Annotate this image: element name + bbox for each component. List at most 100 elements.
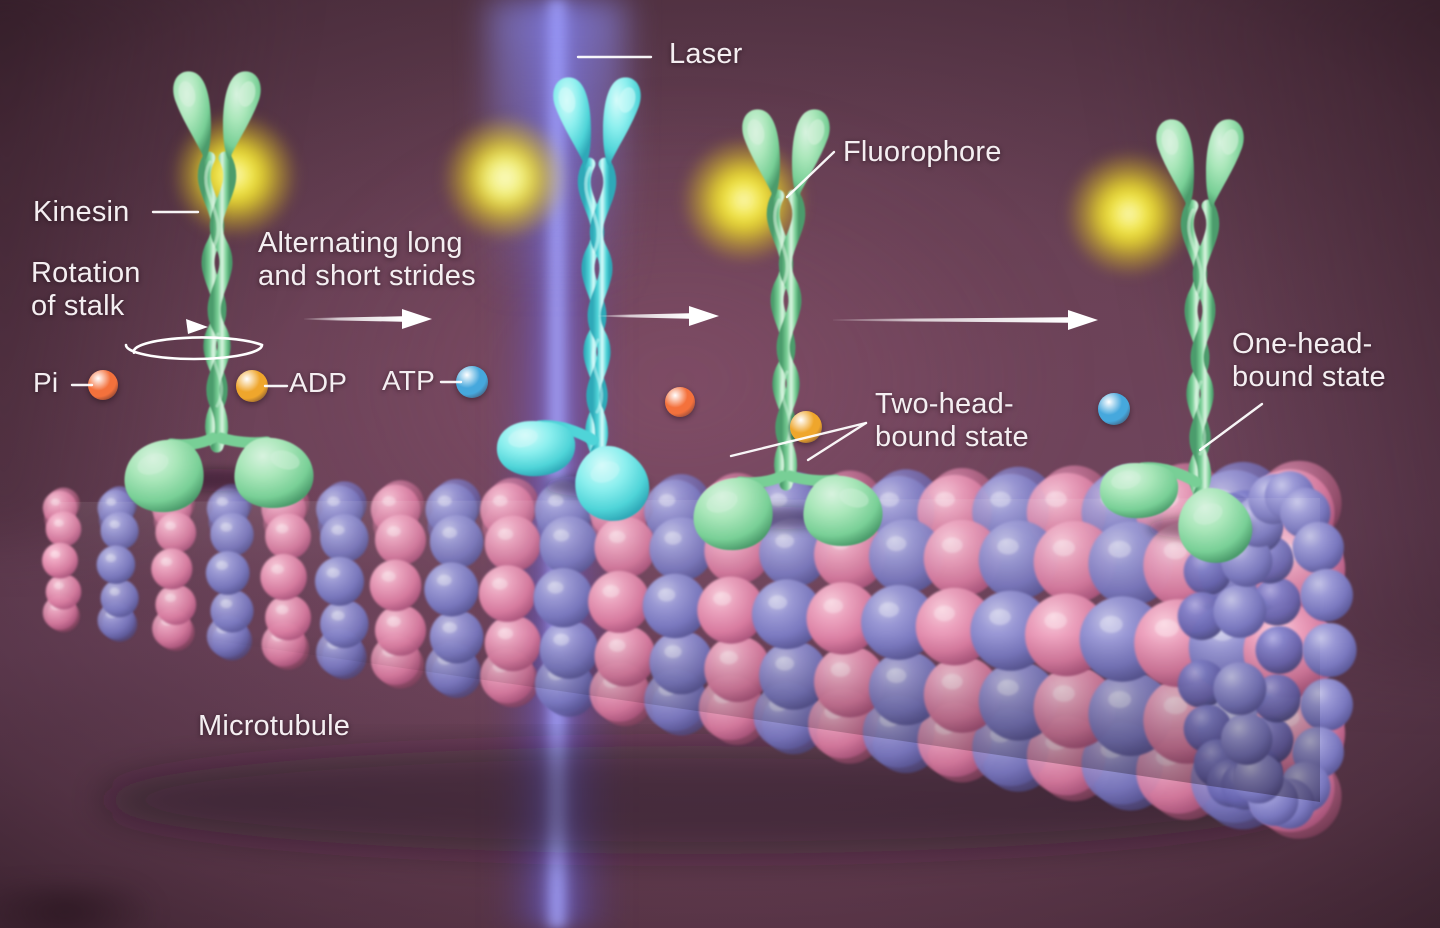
tubulin-bead-highlight (775, 656, 794, 671)
tubulin-bead (205, 551, 250, 595)
tubulin-bead-highlight (553, 633, 570, 646)
tubulin-bead-highlight (823, 598, 844, 614)
tubulin-bead-highlight (165, 521, 176, 530)
tubulin-bead-highlight (608, 639, 626, 652)
tubulin-bead (649, 630, 714, 695)
tubulin-bead-highlight (220, 599, 233, 608)
label-alternating-strides: Alternating long and short strides (258, 227, 476, 293)
tubulin-bead-highlight (326, 567, 340, 578)
tubulin-bead-highlight (602, 585, 620, 598)
tubulin-bead-highlight (216, 561, 228, 570)
tubulin-bead (478, 565, 536, 622)
tubulin-bead (369, 559, 422, 612)
tubulin-bead-highlight (381, 571, 396, 582)
tubulin-bead-highlight (830, 662, 851, 677)
tubulin-bead (210, 589, 254, 633)
tubulin-bead-highlight (382, 496, 396, 506)
microtubule-end-bead (1220, 713, 1273, 765)
nucleotide-adp-sphere (790, 411, 822, 443)
tubulin-bead-highlight (386, 526, 401, 537)
tubulin-bead-highlight (941, 537, 963, 553)
tubulin-bead-highlight (768, 595, 788, 610)
tubulin-bead (155, 584, 197, 625)
label-laser: Laser (669, 38, 743, 70)
tubulin-bead (594, 516, 656, 578)
tubulin-bead-highlight (1045, 491, 1067, 507)
label-fluorophore: Fluorophore (843, 136, 1002, 168)
tubulin-bead (42, 542, 78, 579)
tubulin-bead (533, 568, 593, 628)
microtubule-end-bead (1302, 623, 1357, 677)
nucleotide-adp-sphere (236, 370, 268, 402)
tubulin-bead (484, 615, 541, 672)
nucleotide-atp-sphere (456, 366, 488, 398)
tubulin-bead-highlight (492, 578, 508, 590)
tubulin-bead (260, 553, 307, 601)
tubulin-bead-highlight (878, 602, 900, 618)
tubulin-bead (320, 599, 369, 649)
tubulin-bead-highlight (664, 531, 682, 545)
tubulin-bead (375, 604, 426, 656)
tubulin-bead-highlight (1108, 691, 1132, 708)
label-pi: Pi (33, 367, 59, 398)
tubulin-bead-highlight (997, 679, 1019, 696)
tubulin-bead (429, 609, 484, 664)
tubulin-bead-highlight (664, 645, 682, 658)
tubulin-bead-highlight (276, 605, 289, 615)
tubulin-bead-highlight (1154, 619, 1179, 637)
label-two-head-bound-state: Two-head- bound state (875, 388, 1029, 454)
kinesin-molecule (493, 68, 703, 521)
tubulin-bead-highlight (1052, 685, 1075, 702)
kinesin-molecule (1096, 110, 1306, 563)
tubulin-bead-highlight (442, 622, 457, 633)
tubulin-bead-highlight (109, 587, 120, 596)
label-rotation-of-stalk: Rotation of stalk (31, 257, 141, 323)
tubulin-bead (315, 556, 364, 606)
tubulin-bead-highlight (271, 564, 284, 574)
tubulin-bead-highlight (276, 524, 289, 534)
tubulin-bead (424, 562, 479, 617)
tubulin-bead (539, 516, 599, 575)
tubulin-bead-highlight (437, 574, 452, 586)
tubulin-bead-highlight (54, 582, 64, 590)
tubulin-bead (594, 625, 656, 687)
tubulin-bead-highlight (109, 520, 120, 529)
tubulin-bead-highlight (713, 591, 732, 606)
tubulin-bead-highlight (160, 557, 173, 566)
tubulin-bead-highlight (886, 536, 907, 552)
tubulin-bead-highlight (165, 593, 176, 602)
tubulin-bead-highlight (331, 610, 345, 621)
tubulin-bead-highlight (941, 673, 963, 690)
tubulin-bead-highlight (220, 522, 233, 532)
tubulin-bead-highlight (553, 529, 570, 542)
tubulin-bead-highlight (547, 581, 564, 594)
tubulin-bead-highlight (105, 554, 117, 562)
nucleotide-pi-sphere (88, 370, 118, 400)
tubulin-bead-highlight (608, 530, 626, 543)
tubulin-bead (429, 515, 484, 569)
label-atp: ATP (382, 365, 435, 396)
tubulin-bead-highlight (50, 550, 61, 559)
tubulin-bead (45, 573, 82, 610)
tubulin-bead (588, 570, 651, 633)
tubulin-bead-highlight (327, 496, 340, 506)
tubulin-bead-highlight (386, 616, 401, 627)
tubulin-bead-highlight (657, 588, 676, 602)
tubulin-bead (45, 511, 82, 547)
tubulin-bead-highlight (934, 492, 955, 507)
label-microtubule: Microtubule (198, 710, 351, 742)
tubulin-bead-highlight (497, 528, 514, 540)
microtubule-end-bead (1300, 678, 1353, 732)
tubulin-bead-highlight (1044, 612, 1067, 629)
tubulin-bead (100, 579, 139, 618)
tubulin-bead (320, 514, 369, 563)
tubulin-bead (375, 514, 426, 566)
tubulin-bead-highlight (989, 609, 1011, 625)
tubulin-bead-highlight (216, 497, 228, 506)
tubulin-bead-highlight (1099, 615, 1123, 633)
tubulin-bead-highlight (442, 527, 457, 539)
tubulin-bead (210, 512, 254, 557)
nucleotide-pi-sphere (665, 387, 695, 417)
microtubule-end-bead (1300, 568, 1353, 622)
